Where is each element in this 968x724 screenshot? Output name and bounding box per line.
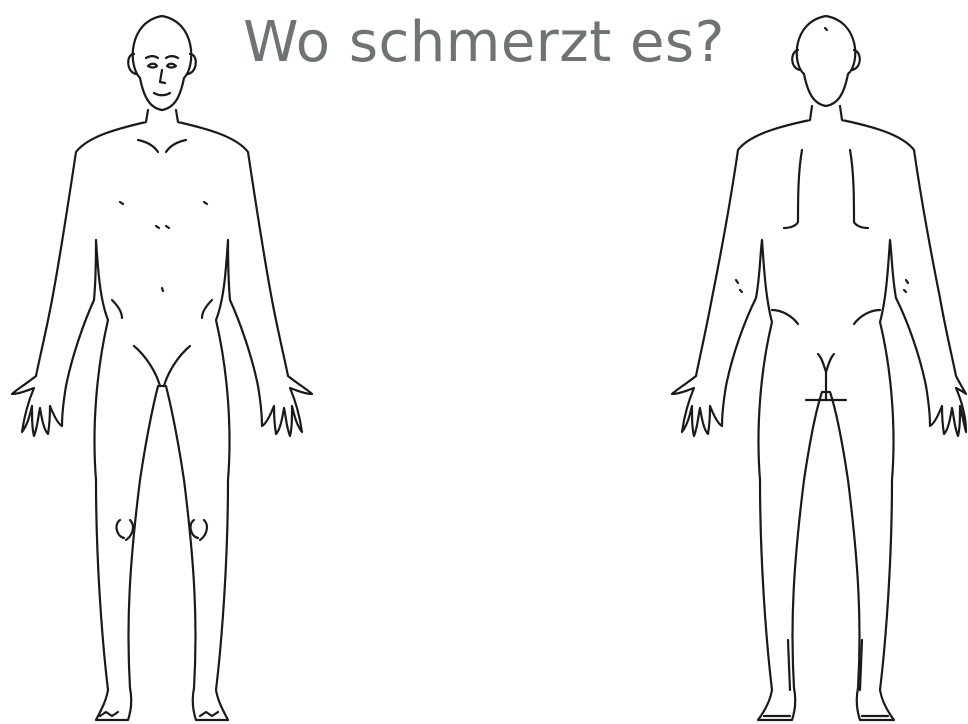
front-body-outline[interactable]	[12, 110, 312, 720]
front-groin	[134, 346, 190, 386]
back-elbow-right	[904, 280, 908, 292]
front-brow-right	[166, 56, 178, 58]
back-crown	[825, 28, 827, 30]
front-eye-left	[148, 64, 157, 68]
front-hip-right	[202, 300, 212, 318]
front-ribs-left	[156, 226, 159, 228]
front-hip-left	[112, 300, 122, 318]
back-elbow-left	[736, 280, 742, 292]
front-navel	[162, 288, 163, 291]
back-scapula-right	[850, 150, 868, 228]
front-nose	[160, 70, 165, 83]
back-lumbar-left	[772, 310, 798, 324]
front-brow-left	[146, 56, 158, 58]
front-knee-left	[117, 520, 133, 540]
front-knee-right	[191, 520, 207, 540]
front-clavicle-right	[166, 140, 186, 152]
front-mouth	[154, 93, 170, 95]
front-clavicle-left	[138, 140, 158, 152]
body-back-outline-icon[interactable]	[660, 0, 968, 724]
front-ribs-right	[166, 226, 169, 228]
back-calf-left	[788, 640, 790, 690]
back-body-outline[interactable]	[672, 106, 966, 720]
front-nipple-right	[204, 202, 207, 204]
back-scapula-left	[784, 150, 802, 228]
front-nipple-left	[120, 202, 123, 204]
front-eye-right	[167, 64, 176, 68]
back-gluteal-fold	[806, 372, 846, 400]
body-front-outline-icon[interactable]	[0, 0, 330, 724]
back-spine-cleft	[818, 354, 834, 372]
back-lumbar-right	[854, 310, 880, 324]
front-feet-toes	[100, 712, 218, 716]
